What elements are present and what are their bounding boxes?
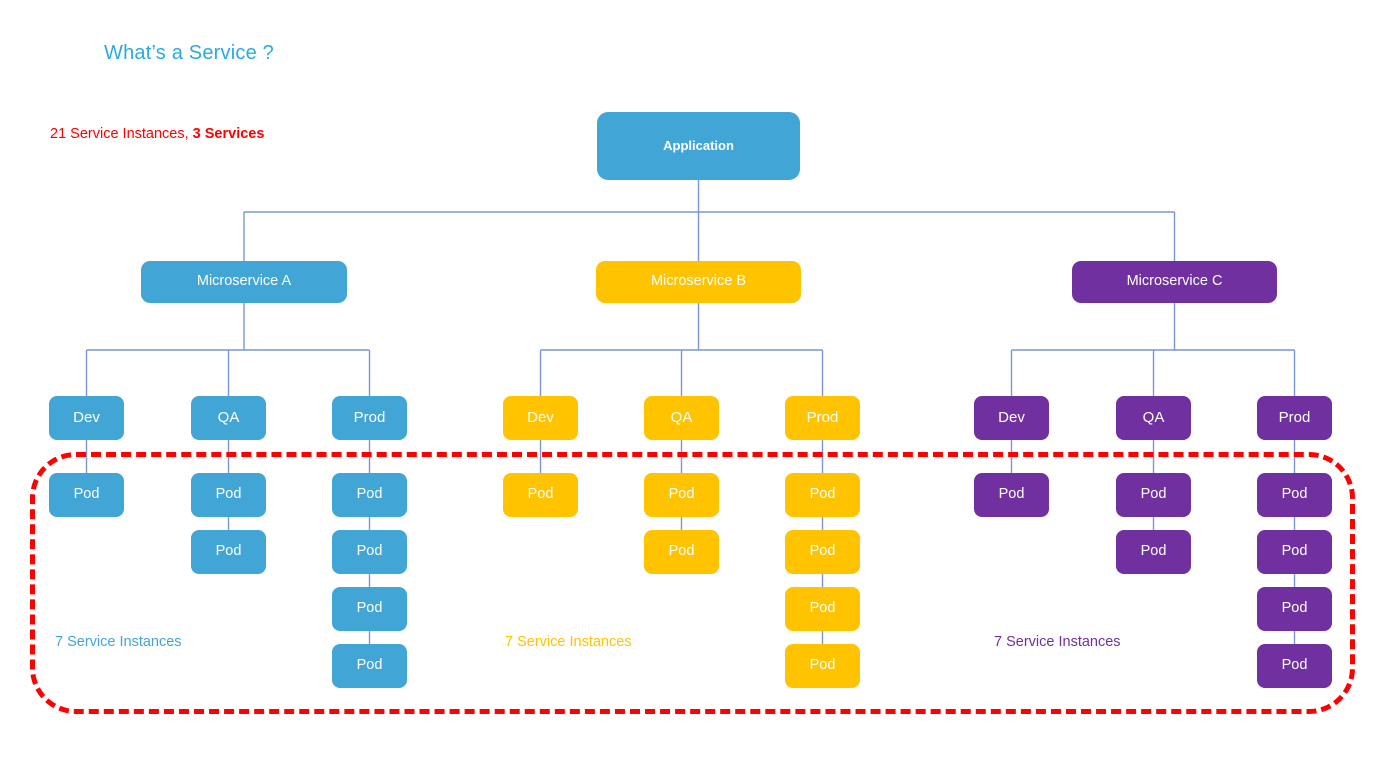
pod-node-0-1-1-label: Pod — [215, 543, 242, 560]
microservice-node-0[interactable]: Microservice A — [141, 261, 347, 303]
pod-node-0-2-0-label: Pod — [356, 486, 383, 503]
microservice-node-0-label: Microservice A — [196, 273, 292, 290]
pod-node-1-2-3-label: Pod — [809, 657, 836, 674]
pod-node-2-2-2[interactable]: Pod — [1257, 587, 1332, 631]
microservice-node-1[interactable]: Microservice B — [596, 261, 801, 303]
pod-node-2-2-3[interactable]: Pod — [1257, 644, 1332, 688]
microservice-node-1-label: Microservice B — [650, 273, 747, 290]
pod-node-2-0-0[interactable]: Pod — [974, 473, 1049, 517]
pod-node-0-2-3[interactable]: Pod — [332, 644, 407, 688]
pod-node-2-1-0[interactable]: Pod — [1116, 473, 1191, 517]
environment-node-1-1[interactable]: QA — [644, 396, 719, 440]
environment-node-0-1-label: QA — [217, 408, 240, 426]
pod-node-1-2-1-label: Pod — [809, 543, 836, 560]
application-node[interactable]: Application — [597, 112, 800, 180]
environment-node-0-2-label: Prod — [353, 408, 386, 426]
environment-node-2-2-label: Prod — [1278, 408, 1311, 426]
pod-node-0-0-0[interactable]: Pod — [49, 473, 124, 517]
pod-node-0-0-0-label: Pod — [73, 486, 100, 503]
environment-node-1-2-label: Prod — [806, 408, 839, 426]
application-node-label: Application — [663, 137, 734, 153]
pod-node-1-2-1[interactable]: Pod — [785, 530, 860, 574]
environment-node-2-0-label: Dev — [998, 408, 1025, 426]
pod-node-2-2-0-label: Pod — [1281, 486, 1308, 503]
instances-label-1: 7 Service Instances — [505, 634, 632, 650]
summary-services-text: 3 Services — [192, 126, 265, 142]
pod-node-1-2-0[interactable]: Pod — [785, 473, 860, 517]
pod-node-2-2-1[interactable]: Pod — [1257, 530, 1332, 574]
environment-node-0-0-label: Dev — [73, 408, 100, 426]
microservice-node-2[interactable]: Microservice C — [1072, 261, 1277, 303]
pod-node-1-1-0-label: Pod — [668, 486, 695, 503]
pod-node-1-2-0-label: Pod — [809, 486, 836, 503]
pod-node-2-1-1-label: Pod — [1140, 543, 1167, 560]
page-title: What’s a Service ? — [104, 42, 274, 64]
environment-node-2-1-label: QA — [1142, 408, 1165, 426]
pod-node-1-2-3[interactable]: Pod — [785, 644, 860, 688]
pod-node-2-2-1-label: Pod — [1281, 543, 1308, 560]
microservice-node-2-label: Microservice C — [1126, 273, 1223, 290]
pod-node-1-2-2[interactable]: Pod — [785, 587, 860, 631]
pod-node-2-1-1[interactable]: Pod — [1116, 530, 1191, 574]
pod-node-0-2-2-label: Pod — [356, 600, 383, 617]
summary-instances-text: 21 Service Instances, — [50, 126, 193, 142]
pod-node-0-1-0[interactable]: Pod — [191, 473, 266, 517]
environment-node-2-0[interactable]: Dev — [974, 396, 1049, 440]
pod-node-0-2-3-label: Pod — [356, 657, 383, 674]
pod-node-1-1-1[interactable]: Pod — [644, 530, 719, 574]
pod-node-2-2-2-label: Pod — [1281, 600, 1308, 617]
pod-node-1-1-0[interactable]: Pod — [644, 473, 719, 517]
environment-node-0-2[interactable]: Prod — [332, 396, 407, 440]
pod-node-0-2-1[interactable]: Pod — [332, 530, 407, 574]
pod-node-0-1-1[interactable]: Pod — [191, 530, 266, 574]
pod-node-2-2-0[interactable]: Pod — [1257, 473, 1332, 517]
environment-node-0-1[interactable]: QA — [191, 396, 266, 440]
environment-node-1-0-label: Dev — [527, 408, 554, 426]
instances-label-2: 7 Service Instances — [994, 634, 1121, 650]
environment-node-2-2[interactable]: Prod — [1257, 396, 1332, 440]
pod-node-0-2-0[interactable]: Pod — [332, 473, 407, 517]
pod-node-2-0-0-label: Pod — [998, 486, 1025, 503]
pod-node-0-2-1-label: Pod — [356, 543, 383, 560]
environment-node-1-0[interactable]: Dev — [503, 396, 578, 440]
pod-node-2-1-0-label: Pod — [1140, 486, 1167, 503]
service-instances-group-outline — [30, 452, 1355, 714]
environment-node-1-1-label: QA — [670, 408, 693, 426]
pod-node-1-0-0[interactable]: Pod — [503, 473, 578, 517]
pod-node-1-1-1-label: Pod — [668, 543, 695, 560]
pod-node-1-2-2-label: Pod — [809, 600, 836, 617]
pod-node-2-2-3-label: Pod — [1281, 657, 1308, 674]
pod-node-0-1-0-label: Pod — [215, 486, 242, 503]
pod-node-1-0-0-label: Pod — [527, 486, 554, 503]
instances-label-0: 7 Service Instances — [55, 634, 182, 650]
environment-node-2-1[interactable]: QA — [1116, 396, 1191, 440]
pod-node-0-2-2[interactable]: Pod — [332, 587, 407, 631]
environment-node-0-0[interactable]: Dev — [49, 396, 124, 440]
environment-node-1-2[interactable]: Prod — [785, 396, 860, 440]
summary-annotation: 21 Service Instances, 3 Services — [50, 126, 264, 142]
